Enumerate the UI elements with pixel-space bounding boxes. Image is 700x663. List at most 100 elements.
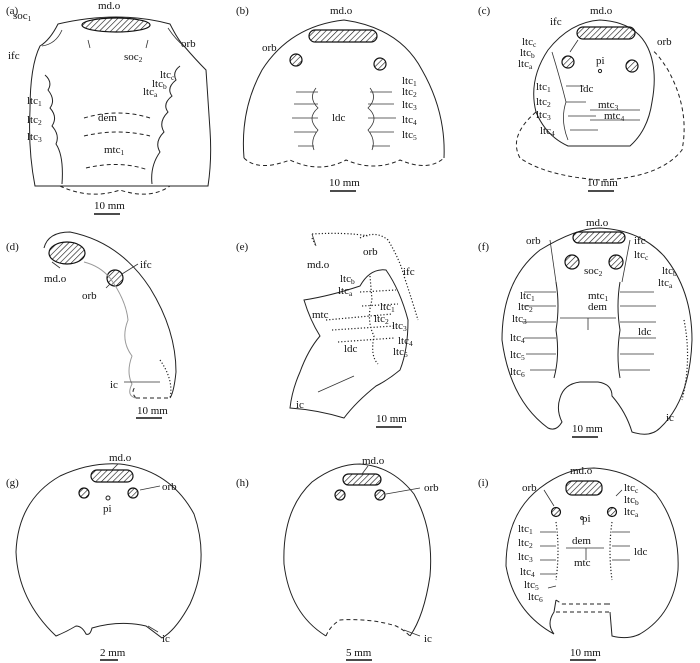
panel-c-label-pi: pi — [596, 55, 605, 67]
panel-i-right-orbit — [606, 506, 618, 518]
panel-f-outline — [501, 227, 693, 435]
panel-c-pineal-mark — [597, 68, 603, 74]
panel-i-label-orb: orb — [522, 482, 537, 494]
panel-i-label-ltc4: ltc4 — [520, 566, 535, 579]
panel-i: (i) md.o orb ltcc ltcb ltca pi ltc1 ltc2… — [478, 465, 679, 661]
panel-tag-f: (f) — [478, 241, 489, 253]
panel-e-sensory-lines — [325, 275, 399, 365]
panel-c-label-ltc3: ltc3 — [536, 109, 551, 122]
panel-e-label-ltc4: ltc4 — [398, 335, 413, 348]
panel-f: (f) md.o orb ifc ltcc ltcb ltca soc2 ltc… — [478, 217, 693, 438]
panel-f-label-orb: orb — [526, 235, 541, 247]
panel-i-label-pi: pi — [582, 513, 591, 525]
panel-i-median-dorsal-opening — [565, 480, 603, 496]
panel-d-label-ic: ic — [110, 379, 118, 391]
panel-tag-g: (g) — [6, 477, 19, 489]
panel-i-label-ltcb: ltcb — [624, 494, 639, 507]
panel-b-right-orbit — [373, 57, 387, 71]
panel-c-left-orbit — [561, 55, 575, 69]
panel-a-label-soc1: soc1 — [13, 10, 32, 23]
panel-a-inner-lines — [41, 27, 185, 49]
panel-h-left-orbit — [334, 489, 346, 501]
panel-f-label-ltc5: ltc5 — [510, 349, 525, 362]
panel-g-outline — [15, 463, 202, 639]
panel-h-scale-label: 5 mm — [346, 647, 372, 659]
panel-g-scale-label: 2 mm — [100, 647, 126, 659]
panel-tag-b: (b) — [236, 5, 249, 17]
panel-e-label-ltc2: ltc2 — [374, 313, 389, 326]
panel-b-right-sensory-lines — [367, 87, 396, 151]
panel-f-label-ic: ic — [666, 412, 674, 424]
panel-i-label-ltc1: ltc1 — [518, 523, 533, 536]
panel-e-label-ltc1: ltc1 — [380, 301, 395, 314]
panel-b-label-ldc: ldc — [332, 112, 346, 124]
panel-b-label-orb: orb — [262, 42, 277, 54]
panel-e-scale-label: 10 mm — [376, 413, 407, 425]
panel-a-label-dem: dem — [98, 112, 117, 124]
panel-c-dashed-outline — [516, 49, 685, 181]
panel-d-label-mdo: md.o — [44, 273, 67, 285]
panel-c-label-ltcb: ltcb — [520, 47, 535, 60]
panel-b-label-mdo: md.o — [330, 5, 353, 17]
panel-g-label-orb: orb — [162, 481, 177, 493]
panel-f-label-soc2: soc2 — [584, 265, 603, 278]
panel-i-sensory-lines — [540, 489, 630, 589]
panel-b-broken-margin — [243, 157, 445, 168]
panel-f-left-orbit — [564, 254, 580, 270]
panel-b-label-ltc5: ltc5 — [402, 129, 417, 142]
panel-f-label-ltca: ltca — [658, 277, 673, 290]
panel-b-left-orbit — [289, 53, 303, 67]
panel-a-right-sensory-line — [151, 65, 181, 185]
panel-c-right-orbit — [625, 59, 639, 73]
panel-a: (a) md.o soc1 soc2 orb ifc ltc1 ltc2 ltc… — [6, 0, 212, 215]
panel-d-scale-label: 10 mm — [137, 405, 168, 417]
panel-a-label-ltcc: ltcc — [160, 69, 175, 82]
panel-d-grey-line — [83, 261, 137, 399]
panel-e-label-mtc: mtc — [312, 309, 329, 321]
panel-c-label-orb: orb — [657, 36, 672, 48]
panel-e-label-ldc: ldc — [344, 343, 358, 355]
panel-h: (h) md.o orb ic 5 mm — [236, 455, 439, 661]
panel-b-outline — [242, 19, 445, 159]
panel-e-label-ifc: ifc — [403, 266, 415, 278]
panel-b-label-ltc2: ltc2 — [402, 86, 417, 99]
panel-tag-d: (d) — [6, 241, 19, 253]
panel-e-outline — [289, 269, 409, 419]
panel-e-label-orb: orb — [363, 246, 378, 258]
panel-f-label-ltc1: ltc1 — [520, 290, 535, 303]
panel-i-pineal-mark — [580, 516, 584, 520]
panel-c-outline — [533, 19, 655, 147]
panel-c-scale-label: 10 mm — [587, 177, 618, 189]
panel-h-outline — [283, 463, 432, 637]
panel-i-label-ltc2: ltc2 — [518, 537, 533, 550]
panel-c-label-ltc2: ltc2 — [536, 96, 551, 109]
panel-h-label-ic: ic — [424, 633, 432, 645]
panel-i-label-ltca: ltca — [624, 506, 639, 519]
panel-c-sensory-lines — [551, 39, 640, 141]
panel-i-label-mtc: mtc — [574, 557, 591, 569]
panel-g: (g) md.o orb pi ic 2 mm — [6, 452, 202, 661]
panel-tag-e: (e) — [236, 241, 249, 253]
panel-c-label-ltca: ltca — [518, 58, 533, 71]
panel-c-label-mdo: md.o — [590, 5, 613, 17]
panel-h-leader-lines — [361, 465, 421, 637]
panel-c-label-ltc4: ltc4 — [540, 125, 555, 138]
panel-f-label-mdo: md.o — [586, 217, 609, 229]
panel-i-label-mdo: md.o — [570, 465, 593, 477]
panel-f-right-orbit — [608, 254, 624, 270]
panel-a-label-mdo: md.o — [98, 0, 121, 12]
panel-b: (b) md.o orb ltc1 ltc2 ltc3 ltc4 ltc5 ld… — [236, 5, 445, 192]
panel-i-ldc-lines — [555, 521, 613, 581]
panel-tag-h: (h) — [236, 477, 249, 489]
panel-h-label-mdo: md.o — [362, 455, 385, 467]
panel-d-outline — [43, 231, 177, 399]
panel-tag-a: (a) — [6, 5, 19, 17]
panel-f-sensory-lines — [522, 239, 656, 371]
panel-c: (c) md.o ifc orb pi ltcc ltcb ltca ltc1 … — [478, 5, 685, 192]
panel-a-median-dorsal-opening — [81, 17, 151, 33]
panel-h-broken-margin — [325, 619, 411, 637]
panel-d-median-dorsal-opening — [48, 241, 86, 265]
panel-d-leader-lines — [51, 261, 160, 383]
panel-f-label-dem: dem — [588, 301, 607, 313]
